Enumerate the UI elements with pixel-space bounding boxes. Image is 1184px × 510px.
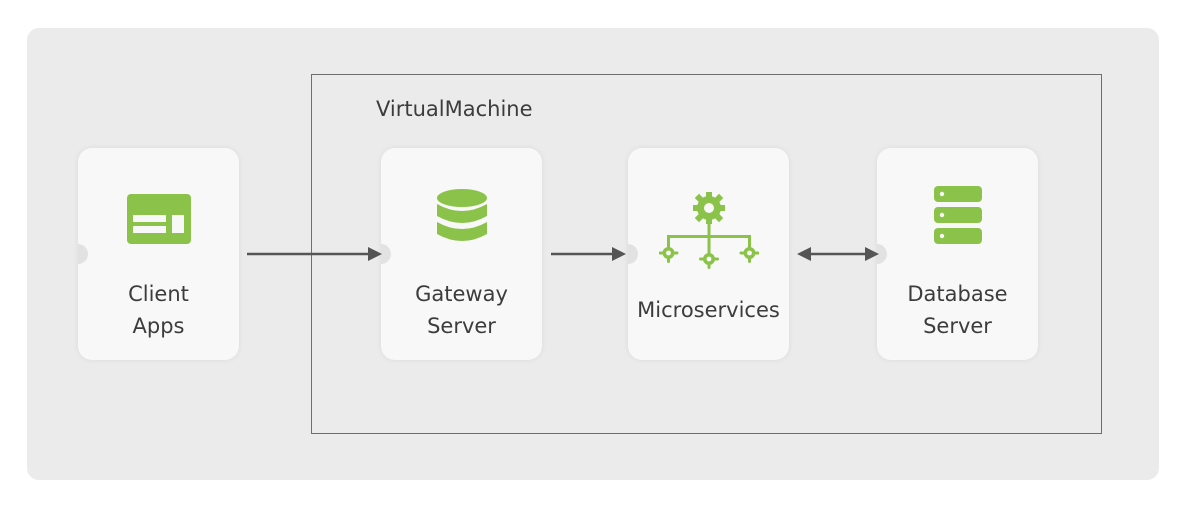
node-label: Gateway Server (381, 278, 542, 342)
edge-microservices-to-database (797, 247, 879, 261)
node-label: Database Server (877, 278, 1038, 342)
node-label-line: Microservices (637, 298, 780, 322)
node-label: Microservices (628, 294, 789, 326)
node-port (78, 244, 88, 264)
edge-gateway-to-microservices (551, 247, 626, 261)
browser-window-icon (78, 194, 239, 244)
node-port (877, 244, 887, 264)
server-stack-icon (877, 186, 1038, 246)
node-database-server[interactable]: Database Server (877, 148, 1038, 360)
node-label-line: Gateway (415, 282, 508, 306)
node-label-line: Apps (132, 314, 185, 338)
node-label: Client Apps (78, 278, 239, 342)
node-gateway-server[interactable]: Gateway Server (381, 148, 542, 360)
edge-client-to-gateway (247, 247, 382, 261)
virtual-machine-label: VirtualMachine (376, 97, 533, 121)
node-client-apps[interactable]: Client Apps (78, 148, 239, 360)
node-port (628, 244, 638, 264)
database-icon (381, 188, 542, 250)
node-label-line: Client (128, 282, 189, 306)
gear-network-icon (628, 190, 789, 274)
node-label-line: Server (923, 314, 992, 338)
node-label-line: Server (427, 314, 496, 338)
node-label-line: Database (907, 282, 1008, 306)
node-port (381, 244, 391, 264)
node-microservices[interactable]: Microservices (628, 148, 789, 360)
